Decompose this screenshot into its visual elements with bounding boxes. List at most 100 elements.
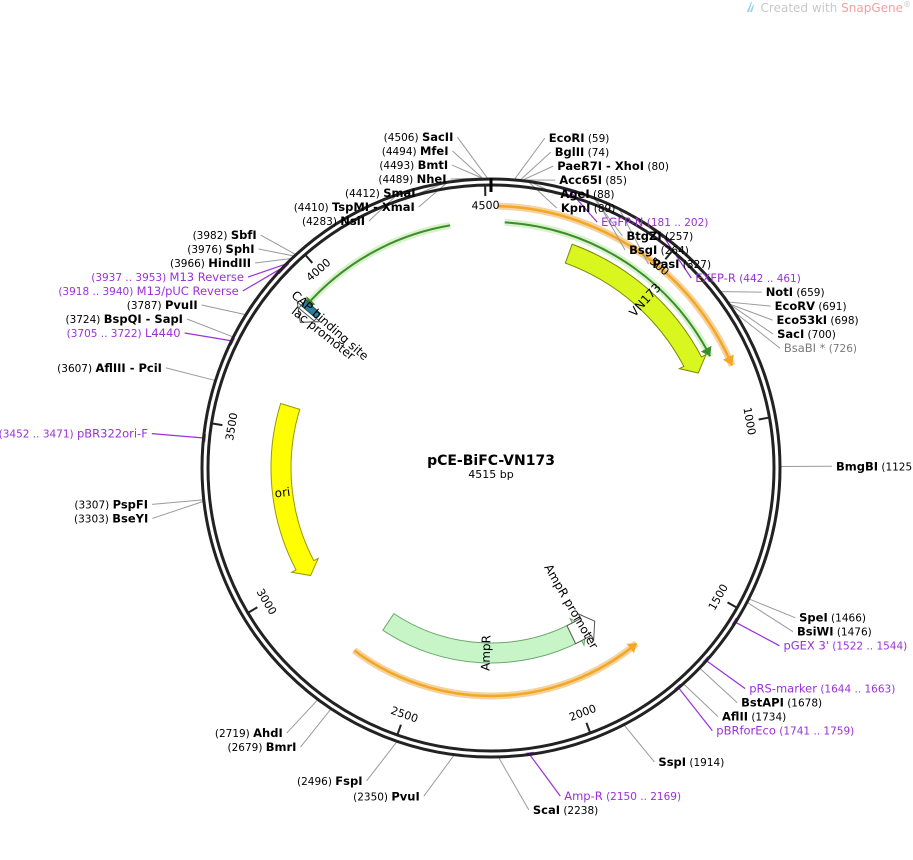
orf-arc-inner-green bbox=[504, 221, 712, 357]
site-position: (2496) bbox=[297, 776, 335, 788]
tick-4000 bbox=[304, 253, 314, 264]
site-position: (264) bbox=[657, 245, 689, 257]
site-position: (2719) bbox=[215, 728, 253, 740]
site-position: (1466) bbox=[828, 613, 866, 625]
site-position: (1125) bbox=[878, 461, 913, 473]
tick-label-3000: 3000 bbox=[254, 587, 280, 618]
feature-label-ori: ori bbox=[274, 485, 291, 501]
tick-3000 bbox=[247, 606, 258, 614]
site-btgzi: BtgZI (257) bbox=[627, 229, 694, 243]
leader-saci bbox=[730, 304, 774, 335]
site-position: (442 .. 461) bbox=[736, 273, 801, 285]
site-name: TspMI - XmaI bbox=[332, 200, 415, 214]
leader-bsiwi bbox=[747, 602, 794, 633]
site-hindiii: (3966) HindIII bbox=[170, 256, 251, 270]
leader-sacii bbox=[456, 136, 488, 179]
site-bglii: BglII (74) bbox=[555, 145, 609, 159]
watermark-suffix: ® bbox=[903, 0, 911, 9]
site-nhei: (4489) NheI bbox=[378, 172, 446, 186]
leader-ahdi bbox=[286, 699, 318, 734]
site-m13-puc-reverse: (3918 .. 3940) M13/pUC Reverse bbox=[58, 284, 238, 298]
feature-label-cap-binding-site: CAP binding site bbox=[289, 288, 372, 363]
site-eco53ki: Eco53kI (698) bbox=[777, 313, 859, 327]
leader-sspi bbox=[624, 725, 655, 763]
site-position: (1678) bbox=[784, 698, 822, 710]
site-name: ScaI bbox=[533, 803, 560, 817]
site-position: (3307) bbox=[74, 499, 112, 511]
site-position: (659) bbox=[793, 287, 825, 299]
site-name: BseYI bbox=[112, 511, 148, 525]
site-name: SacI bbox=[777, 327, 804, 341]
tick-label-3500: 3500 bbox=[223, 412, 240, 442]
leader-bsabi bbox=[736, 313, 781, 349]
site-position: (726) bbox=[825, 343, 857, 355]
site-name: PspFI bbox=[113, 497, 148, 511]
leader-prs-marker bbox=[706, 660, 746, 690]
leader-bspqi-sapi bbox=[186, 318, 233, 338]
tick-500 bbox=[664, 250, 674, 260]
site-position: (4283) bbox=[302, 216, 340, 228]
feature-ampr-promoter bbox=[566, 612, 596, 645]
site-bmti: (4493) BmtI bbox=[379, 158, 448, 172]
site-position: (85) bbox=[602, 175, 627, 187]
site-position: (3705 .. 3722) bbox=[67, 328, 145, 340]
site-name: BglII bbox=[555, 145, 585, 159]
leader-pbr322ori-f bbox=[151, 433, 203, 439]
site-position: (327) bbox=[679, 259, 711, 271]
feature-ori bbox=[270, 402, 320, 577]
site-bsabi: BsaBI * (726) bbox=[784, 341, 857, 355]
site-name: BspQI - SapI bbox=[104, 312, 183, 326]
site-name: M13/pUC Reverse bbox=[137, 284, 239, 298]
site-position: (3937 .. 3953) bbox=[91, 272, 169, 284]
plasmid-name: pCE-BiFC-VN173 bbox=[427, 453, 555, 469]
site-tspmi-xmai: (4410) TspMI - XmaI bbox=[294, 200, 415, 214]
orf-arc-ampr-arrow bbox=[626, 643, 637, 654]
site-sspi: SspI (1914) bbox=[658, 755, 724, 769]
site-name: AgeI bbox=[560, 187, 589, 201]
site-bmgbi: BmgBI (1125) bbox=[836, 459, 913, 473]
leader-bmti bbox=[451, 164, 483, 179]
leader-bmri bbox=[300, 709, 331, 748]
site-name: EcoRI bbox=[549, 131, 585, 145]
site-name: BmrI bbox=[266, 740, 297, 754]
site-position: (3303) bbox=[74, 513, 112, 525]
site-position: (80) bbox=[644, 161, 669, 173]
leader-sphi bbox=[258, 248, 294, 257]
site-amp-r: Amp-R (2150 .. 2169) bbox=[564, 789, 681, 803]
leader-amp-r bbox=[529, 754, 561, 797]
site-ecorv: EcoRV (691) bbox=[775, 299, 847, 313]
site-position: (4506) bbox=[384, 132, 422, 144]
site-name: PaeR7I - XhoI bbox=[557, 159, 644, 173]
site-l4440: (3705 .. 3722) L4440 bbox=[67, 326, 181, 340]
orf-arc-ampr bbox=[353, 642, 638, 698]
leader-bglii bbox=[520, 151, 552, 180]
orf-arc-vn173-arrow bbox=[722, 354, 734, 366]
site-position: (3607) bbox=[57, 363, 95, 375]
leader-spei bbox=[749, 598, 796, 619]
site-position: (181 .. 202) bbox=[643, 217, 708, 229]
site-name: pBRforEco bbox=[716, 724, 776, 738]
snapgene-watermark: Created with SnapGene® bbox=[745, 0, 911, 15]
site-name: Eco53kI bbox=[777, 313, 828, 327]
site-name: BsaBI * bbox=[784, 341, 826, 355]
leader-ecorv bbox=[728, 301, 771, 307]
site-position: (1522 .. 1544) bbox=[829, 641, 907, 653]
leader-pvui bbox=[423, 755, 455, 797]
site-name: PvuII bbox=[165, 298, 198, 312]
leader-sbfi bbox=[260, 234, 296, 255]
site-position: (691) bbox=[815, 301, 847, 313]
site-bmri: (2679) BmrI bbox=[228, 740, 297, 754]
site-name: BtgZI bbox=[627, 229, 662, 243]
site-bspqi-sapi: (3724) BspQI - SapI bbox=[65, 312, 183, 326]
site-name: PasI bbox=[652, 257, 679, 271]
site-name: SbfI bbox=[231, 228, 257, 242]
site-position: (1644 .. 1663) bbox=[817, 684, 895, 696]
site-pbrforeco: pBRforEco (1741 .. 1759) bbox=[716, 724, 854, 738]
plasmid-length: 4515 bp bbox=[468, 468, 513, 481]
site-name: M13 Reverse bbox=[170, 270, 244, 284]
leader-m13-puc-reverse bbox=[242, 268, 281, 292]
site-position: (1914) bbox=[686, 757, 724, 769]
site-egfp-n: EGFP-N (181 .. 202) bbox=[601, 215, 708, 229]
site-position: (3724) bbox=[65, 314, 103, 326]
